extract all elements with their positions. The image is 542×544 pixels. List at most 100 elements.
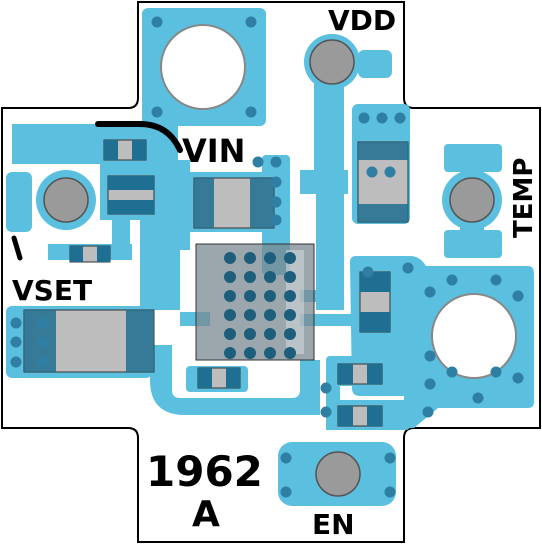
ic-bump: [284, 328, 296, 340]
ic-bump: [224, 252, 236, 264]
ic-bump: [264, 271, 276, 283]
via-dot: [446, 274, 458, 286]
via-dot: [270, 176, 282, 188]
ic-bump: [264, 328, 276, 340]
ic-bump: [224, 328, 236, 340]
cap-small-3-l: [70, 246, 83, 262]
ic-bump: [284, 271, 296, 283]
via-dot: [424, 350, 436, 362]
via-layer: [10, 16, 524, 498]
ic-bump: [224, 347, 236, 359]
via-dot: [358, 112, 370, 124]
mounting-hole-top-icon: [160, 24, 246, 110]
via-dot: [245, 16, 257, 28]
inductor-l1-left: [194, 178, 214, 228]
ic-bump: [264, 347, 276, 359]
ic-bump: [284, 347, 296, 359]
ic-bump: [264, 309, 276, 321]
cap-small-6-l: [338, 364, 353, 384]
via-dot: [10, 336, 22, 348]
inductor-l1-right: [250, 178, 274, 228]
via-dot: [446, 366, 458, 378]
via-dot: [424, 286, 436, 298]
temp-pad-top: [444, 144, 502, 172]
ic-bump: [224, 309, 236, 321]
part-number-label: 1962: [146, 447, 263, 496]
vset-test-point-icon: [43, 177, 89, 223]
cap-small-1-r: [132, 140, 146, 160]
vdd-test-point-icon: [309, 39, 355, 85]
ic-bump: [284, 290, 296, 302]
ic-bump: [244, 309, 256, 321]
via-dot: [280, 486, 292, 498]
vset-silkscreen-mark: [11, 235, 23, 261]
temp-test-point-icon: [449, 177, 495, 223]
cap-small-3-r: [97, 246, 110, 262]
via-dot: [384, 452, 396, 464]
ic-bump: [284, 309, 296, 321]
via-dot: [252, 156, 264, 168]
left-top-pad: [12, 124, 178, 164]
cap-right-tall-top: [358, 142, 408, 160]
temp-pad-bot: [444, 230, 502, 258]
res-small-2-b: [108, 200, 154, 214]
via-dot: [10, 317, 22, 329]
cap-small-6-r: [367, 364, 382, 384]
via-dot: [320, 382, 332, 394]
ic-bump: [264, 290, 276, 302]
res-small-5-b: [360, 312, 390, 332]
en-label: EN: [312, 508, 355, 541]
vin-silkscreen-arc: [95, 121, 183, 153]
via-dot: [512, 290, 524, 302]
ic-trace-right: [300, 314, 360, 326]
via-dot: [362, 266, 374, 278]
ic-bump: [244, 328, 256, 340]
mounting-hole-right-icon: [431, 293, 517, 379]
ic-bump: [244, 252, 256, 264]
via-dot: [394, 112, 406, 124]
vset-pad: [6, 172, 32, 232]
cap-small-7-r: [367, 406, 382, 426]
via-dot: [270, 156, 282, 168]
via-dot: [512, 372, 524, 384]
via-dot: [402, 262, 414, 274]
ic-bump: [244, 347, 256, 359]
vdd-tab: [358, 50, 392, 78]
cap-small-4-r: [226, 368, 240, 388]
cap-small-4-l: [198, 368, 212, 388]
revision-label: A: [192, 494, 220, 535]
vset-label: VSET: [12, 274, 92, 307]
ic-bump: [264, 252, 276, 264]
vdd-label: VDD: [328, 4, 396, 37]
via-dot: [490, 366, 502, 378]
cap-bottom-left-r: [126, 310, 154, 372]
via-dot: [422, 406, 434, 418]
via-dot: [320, 406, 332, 418]
res-small-2-t: [108, 176, 154, 190]
via-dot: [384, 486, 396, 498]
via-dot: [270, 196, 282, 208]
via-dot: [270, 214, 282, 226]
vin-label: VIN: [182, 132, 245, 170]
via-dot: [10, 356, 22, 368]
via-dot: [151, 16, 163, 28]
via-dot: [151, 106, 163, 118]
via-dot: [424, 378, 436, 390]
ic-bump: [224, 271, 236, 283]
via-dot: [384, 166, 396, 178]
via-dot: [366, 166, 378, 178]
via-dot: [245, 106, 257, 118]
via-dot: [37, 356, 49, 368]
via-dot: [490, 274, 502, 286]
via-dot: [280, 452, 292, 464]
ic-bump: [244, 271, 256, 283]
ic-bump: [244, 290, 256, 302]
via-dot: [376, 112, 388, 124]
via-dot: [37, 317, 49, 329]
via-dot: [37, 336, 49, 348]
cap-small-7-l: [338, 406, 353, 426]
temp-label: TEMP: [509, 158, 539, 238]
via-dot: [472, 392, 484, 404]
cap-right-tall-bot: [358, 204, 408, 222]
